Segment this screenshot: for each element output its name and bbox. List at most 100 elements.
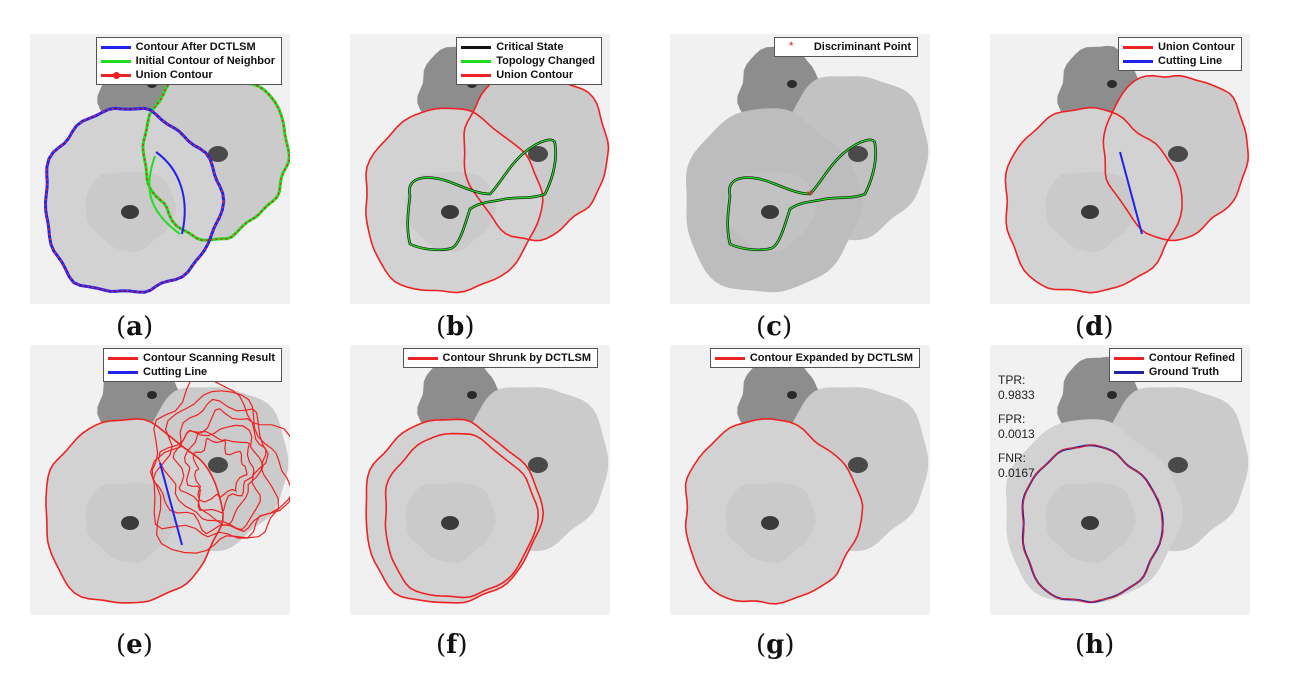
scan-result-ring	[152, 390, 290, 539]
upper-cell-nucleus	[787, 391, 797, 399]
left-cell-nucleus	[761, 205, 779, 219]
left-cell-nucleus	[441, 205, 459, 219]
caption-d: (d)	[1075, 312, 1114, 342]
panel-f: Contour Shrunk by DCTLSM	[350, 345, 610, 615]
figure-eight-contour	[727, 139, 877, 251]
legend-entry: Contour Expanded by DCTLSM	[714, 351, 913, 365]
dot-marker-icon	[112, 71, 120, 79]
right-cell-nucleus	[848, 146, 868, 162]
microscopy-image	[350, 345, 610, 615]
legend-entry: Union Contour	[1123, 40, 1235, 54]
right-cell-nucleus	[208, 457, 228, 473]
legend-label: Cutting Line	[143, 366, 208, 378]
legend-swatch	[100, 59, 131, 63]
microscopy-image	[990, 34, 1250, 304]
union-contour-left	[365, 107, 544, 294]
metric: FPR:0.0013	[998, 412, 1035, 442]
upper-cell-nucleus	[1107, 80, 1117, 88]
legend: Contour Shrunk by DCTLSM	[402, 348, 598, 368]
outer-contour	[365, 418, 545, 604]
neighbor-inner-arc	[148, 155, 181, 235]
legend-entry: Cutting Line	[108, 365, 275, 379]
legend-swatch	[461, 73, 492, 77]
legend-entry: Topology Changed	[461, 54, 595, 68]
caption-g: (g)	[756, 630, 795, 660]
legend-swatch	[100, 45, 131, 49]
legend-swatch	[108, 356, 138, 360]
right-cell-nucleus	[208, 146, 228, 162]
legend-label: Contour Scanning Result	[143, 352, 275, 364]
legend-label: Contour Expanded by DCTLSM	[749, 352, 913, 364]
left-cell-nucleus	[761, 516, 779, 530]
upper-cell-nucleus	[147, 391, 157, 399]
legend-swatch	[100, 71, 131, 79]
legend-label: Cutting Line	[1158, 55, 1223, 67]
cutting-line	[159, 462, 183, 546]
left-cell-nucleus	[1081, 205, 1099, 219]
left-cell-nucleus	[121, 516, 139, 530]
upper-cell-nucleus	[1107, 391, 1117, 399]
metric-name: FPR:	[998, 412, 1026, 426]
scan-result-ring	[192, 437, 248, 503]
expanded-contour	[684, 418, 864, 605]
legend-entry: Union Contour	[461, 68, 595, 82]
caption-b: (b)	[436, 312, 475, 342]
metric: TPR:0.9833	[998, 373, 1035, 403]
metric: FNR:0.0167	[998, 451, 1035, 481]
metric-value: 0.9833	[998, 388, 1035, 402]
legend-entry: Contour Refined	[1113, 351, 1235, 365]
star-marker-icon: *	[788, 38, 794, 53]
legend-label: Union Contour	[496, 69, 574, 81]
legend-swatch	[1113, 356, 1144, 360]
microscopy-image	[30, 345, 290, 615]
legend-swatch	[407, 356, 438, 360]
legend: * Discriminant Point	[773, 37, 918, 57]
legend-label: Discriminant Point	[813, 41, 911, 53]
right-cell-nucleus	[528, 146, 548, 162]
microscopy-image	[990, 345, 1250, 615]
dctlsm-inner-arc	[155, 151, 186, 235]
legend-label: Topology Changed	[496, 55, 595, 67]
legend: Contour Expanded by DCTLSM	[709, 348, 920, 368]
microscopy-image	[670, 345, 930, 615]
legend-entry: Critical State	[461, 40, 595, 54]
left-cell-nucleus	[1081, 516, 1099, 530]
legend-label: Union Contour	[1158, 41, 1235, 53]
union-contour-right	[1102, 74, 1250, 242]
legend-label: Ground Truth	[1148, 366, 1220, 378]
cutting-line	[1119, 151, 1143, 235]
shrunk-contour	[384, 432, 540, 599]
discriminant-point-marker: *	[807, 188, 813, 202]
refined-contour	[1021, 444, 1164, 603]
caption-a: (a)	[116, 312, 154, 342]
legend-label: Contour After DCTLSM	[135, 41, 256, 53]
panel-a: Contour After DCTLSM Initial Contour of N…	[30, 34, 290, 304]
right-cell-nucleus	[1168, 146, 1188, 162]
metric-name: FNR:	[998, 451, 1026, 465]
panel-c: * * Discriminant Point	[670, 34, 930, 304]
left-cell-nucleus	[121, 205, 139, 219]
legend-label: Union Contour	[135, 69, 213, 81]
legend-entry: Cutting Line	[1123, 54, 1235, 68]
legend-swatch: *	[779, 39, 809, 53]
legend-entry: Union Contour	[100, 68, 275, 82]
metric-name: TPR:	[998, 373, 1026, 387]
legend-label: Contour Refined	[1148, 352, 1235, 364]
right-cell-nucleus	[848, 457, 868, 473]
legend-label: Initial Contour of Neighbor	[135, 55, 275, 67]
legend-swatch	[714, 356, 745, 360]
union-contour-left	[44, 107, 225, 293]
scan-result-ring	[149, 398, 280, 535]
upper-cell-nucleus	[787, 80, 797, 88]
union-contour-right	[142, 74, 290, 241]
legend-swatch	[1123, 59, 1154, 63]
scan-result-ring	[172, 424, 264, 526]
microscopy-image: *	[670, 34, 930, 304]
